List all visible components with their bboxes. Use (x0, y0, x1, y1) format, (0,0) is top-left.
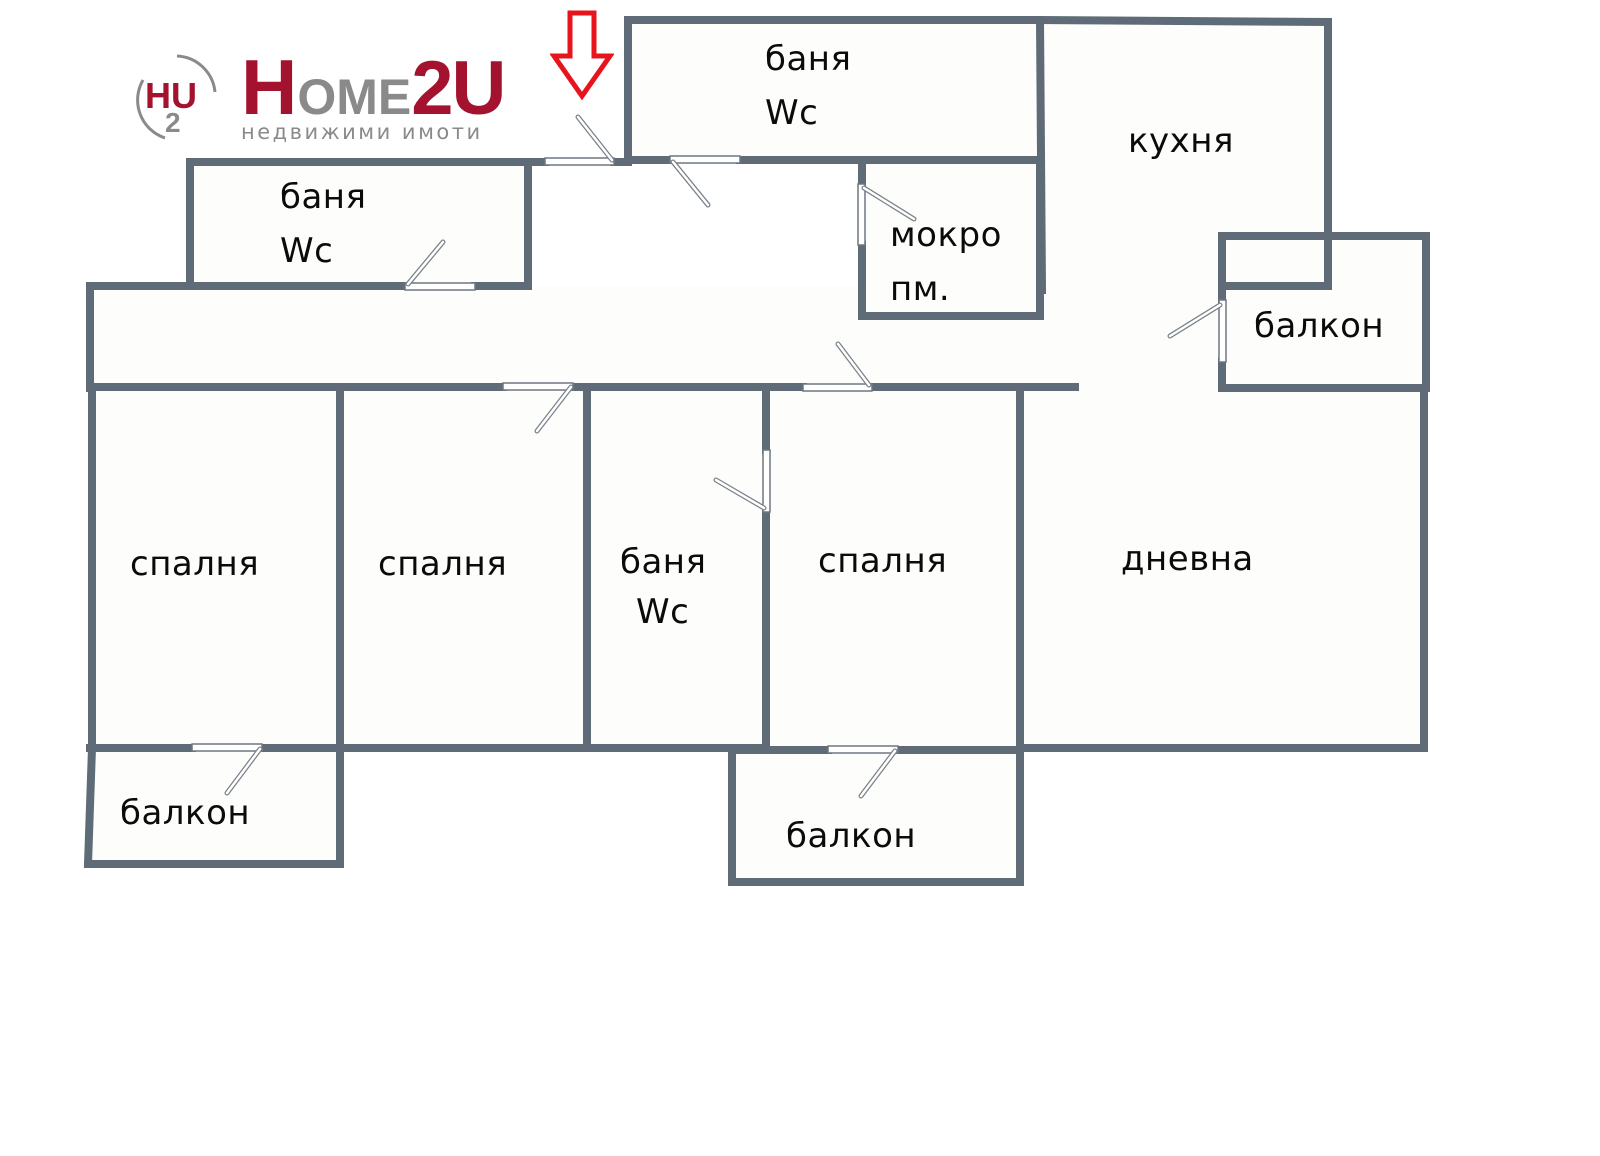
logo-wordmark: HOME2U (241, 48, 506, 127)
room-label-bedroom-2: спалня (378, 544, 508, 584)
room-label-bath-top-wc: Wc (765, 93, 819, 133)
room-label-kitchen: кухня (1128, 121, 1234, 161)
company-logo: HU 2 HOME2U недвижими имоти (125, 48, 545, 148)
entrance-door-icon (544, 114, 615, 166)
door-icon (802, 341, 873, 392)
door-icon (191, 743, 263, 796)
door-icon (1167, 299, 1227, 363)
room-label-bath-left: баня (280, 177, 367, 217)
door-icon (857, 183, 917, 246)
room-label-bath-top: баня (765, 39, 852, 79)
floor-fills (88, 20, 1426, 882)
logo-2u: 2U (411, 46, 506, 131)
entrance-arrow-icon (550, 10, 614, 101)
room-label-balcony-left: балкон (120, 793, 251, 833)
room-label-bath-middle: баня (620, 542, 707, 582)
svg-text:2: 2 (165, 107, 181, 138)
logo-mark-icon: HU 2 (136, 54, 217, 140)
room-label-bedroom-1: спалня (130, 544, 260, 584)
walls (83, 15, 1430, 886)
room-label-living: дневна (1121, 539, 1254, 579)
door-icon (827, 745, 899, 799)
room-label-utility-abbr: пм. (890, 269, 951, 309)
room-label-bath-left-wc: Wc (280, 231, 334, 271)
room-label-bedroom-3: спалня (818, 541, 948, 581)
room-label-bath-middle-wc: Wc (636, 592, 690, 632)
room-label-balcony-middle: балкон (786, 816, 917, 856)
logo-subtitle: недвижими имоти (241, 120, 483, 144)
svg-text:HU: HU (145, 75, 197, 116)
door-icon (669, 155, 741, 208)
logo-h: H (241, 43, 298, 131)
doors (191, 114, 1227, 799)
door-icon (713, 449, 771, 513)
room-label-balcony-kitchen: балкон (1254, 306, 1385, 346)
logo-ome: OME (297, 69, 412, 125)
door-icon (502, 382, 574, 434)
door-icon (404, 239, 476, 291)
room-label-utility: мокро (890, 215, 1002, 255)
